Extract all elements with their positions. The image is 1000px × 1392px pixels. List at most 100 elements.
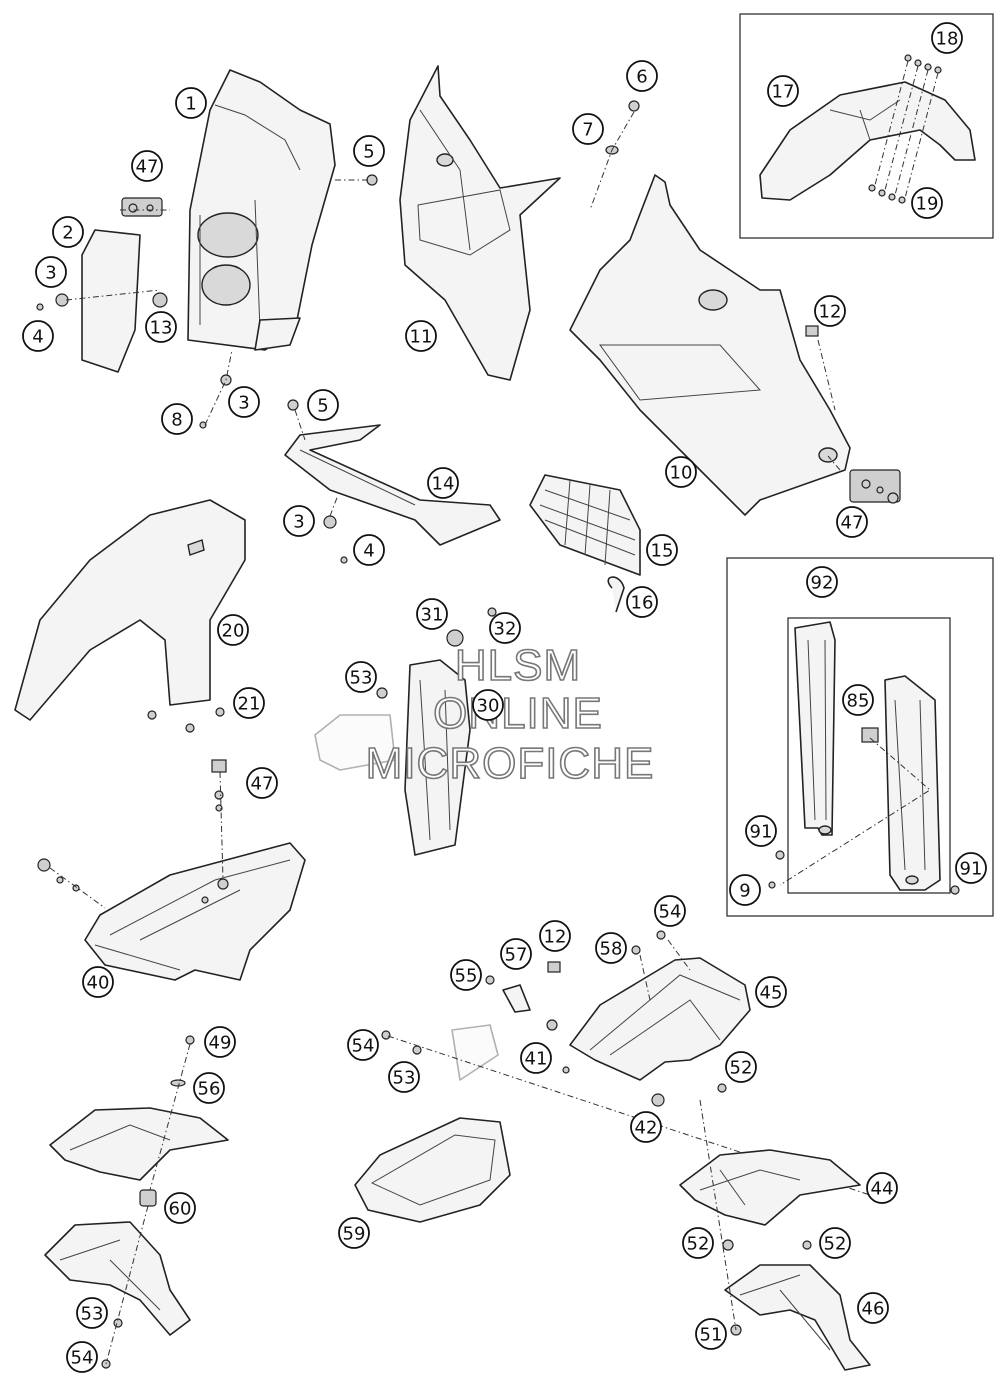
callout-54: 54 (66, 1341, 98, 1373)
callout-3: 3 (35, 256, 67, 288)
callout-circle (665, 456, 697, 488)
callout-circle (767, 75, 799, 107)
callout-11: 11 (405, 320, 437, 352)
callout-13: 13 (145, 311, 177, 343)
callout-circle (931, 22, 963, 54)
fork-protector-30 (376, 607, 497, 856)
callout-circle (427, 467, 459, 499)
mudguard-20 (14, 499, 246, 733)
callout-circle (233, 687, 265, 719)
callout-circle (842, 684, 874, 716)
callout-4: 4 (353, 534, 385, 566)
callout-label: 12 (819, 302, 842, 323)
callout-label: 30 (477, 696, 500, 717)
callout-label: 5 (363, 142, 374, 163)
cable-tie-16 (607, 576, 625, 613)
callout-circle (35, 256, 67, 288)
callout-21: 21 (233, 687, 265, 719)
callout-circle (572, 113, 604, 145)
bracket-ghost (314, 714, 396, 771)
callout-label: 85 (847, 691, 870, 712)
callout-circle (857, 1292, 889, 1324)
callout-label: 32 (494, 619, 517, 640)
callout-7: 7 (572, 113, 604, 145)
callout-85: 85 (842, 684, 874, 716)
callout-circle (388, 1061, 420, 1093)
callout-label: 9 (739, 881, 750, 902)
grommet-60 (139, 1189, 157, 1207)
callout-53: 53 (76, 1297, 108, 1329)
callout-circle (345, 661, 377, 693)
callout-56: 56 (193, 1072, 225, 1104)
guard-clip-85 (861, 727, 879, 743)
callout-15: 15 (646, 534, 678, 566)
callout-16: 16 (626, 586, 658, 618)
callout-circle (76, 1297, 108, 1329)
headlight-cover-plate (81, 229, 141, 373)
callout-label: 56 (198, 1079, 221, 1100)
callout-14: 14 (427, 467, 459, 499)
callout-circle (193, 1072, 225, 1104)
callout-label: 52 (824, 1234, 847, 1255)
callout-12: 12 (539, 920, 571, 952)
rear-mount-46 (722, 1239, 871, 1371)
callout-label: 11 (410, 327, 433, 348)
callout-label: 45 (760, 983, 783, 1004)
fork-guard-inner-frame (787, 617, 951, 894)
callout-circle (806, 566, 838, 598)
bracket-57 (502, 984, 531, 1013)
callout-label: 53 (393, 1068, 416, 1089)
callout-44: 44 (866, 1172, 898, 1204)
callout-label: 5 (317, 396, 328, 417)
callout-label: 52 (730, 1058, 753, 1079)
callout-circle (145, 311, 177, 343)
rear-cover-40 (37, 842, 306, 981)
callout-circle (307, 389, 339, 421)
callout-8: 8 (161, 403, 193, 435)
callout-label: 17 (772, 82, 795, 103)
callout-label: 20 (222, 621, 245, 642)
callout-52: 52 (682, 1227, 714, 1259)
watermark-line-2: ONLINE (433, 689, 603, 738)
callout-label: 14 (432, 474, 455, 495)
callout-label: 13 (150, 318, 173, 339)
callout-label: 60 (169, 1199, 192, 1220)
callout-5: 5 (353, 135, 385, 167)
tray-59 (354, 1117, 511, 1223)
callout-label: 16 (631, 593, 654, 614)
callout-label: 47 (136, 157, 159, 178)
callout-label: 3 (293, 512, 304, 533)
callout-label: 18 (936, 29, 959, 50)
callout-53: 53 (345, 661, 377, 693)
callout-circle (539, 920, 571, 952)
mesh-guard-15 (529, 474, 641, 576)
callout-circle (228, 386, 260, 418)
fork-guard-right-92 (884, 675, 941, 891)
callout-57: 57 (500, 938, 532, 970)
callout-label: 10 (670, 463, 693, 484)
callout-label: 7 (582, 120, 593, 141)
callout-circle (131, 150, 163, 182)
callout-circle (626, 586, 658, 618)
rear-fender-left (49, 1107, 229, 1181)
callout-12: 12 (814, 295, 846, 327)
callout-label: 52 (687, 1234, 710, 1255)
watermark-line-1: HLSM (455, 641, 581, 690)
callout-label: 54 (659, 902, 682, 923)
callout-circle (630, 1111, 662, 1143)
callout-label: 44 (871, 1179, 894, 1200)
fender-screws (868, 54, 942, 204)
front-fender-17 (759, 81, 976, 201)
callout-label: 49 (209, 1033, 232, 1054)
watermark-line-3: MICROFICHE (366, 739, 655, 788)
callout-53: 53 (388, 1061, 420, 1093)
callout-40: 40 (82, 966, 114, 998)
callout-label: 12 (544, 927, 567, 948)
side-cover-10 (569, 174, 851, 516)
callout-label: 42 (635, 1118, 658, 1139)
callout-circle (22, 320, 54, 352)
fork-guard-inset-frame (726, 557, 994, 917)
callout-55: 55 (450, 959, 482, 991)
callout-circle (204, 1026, 236, 1058)
